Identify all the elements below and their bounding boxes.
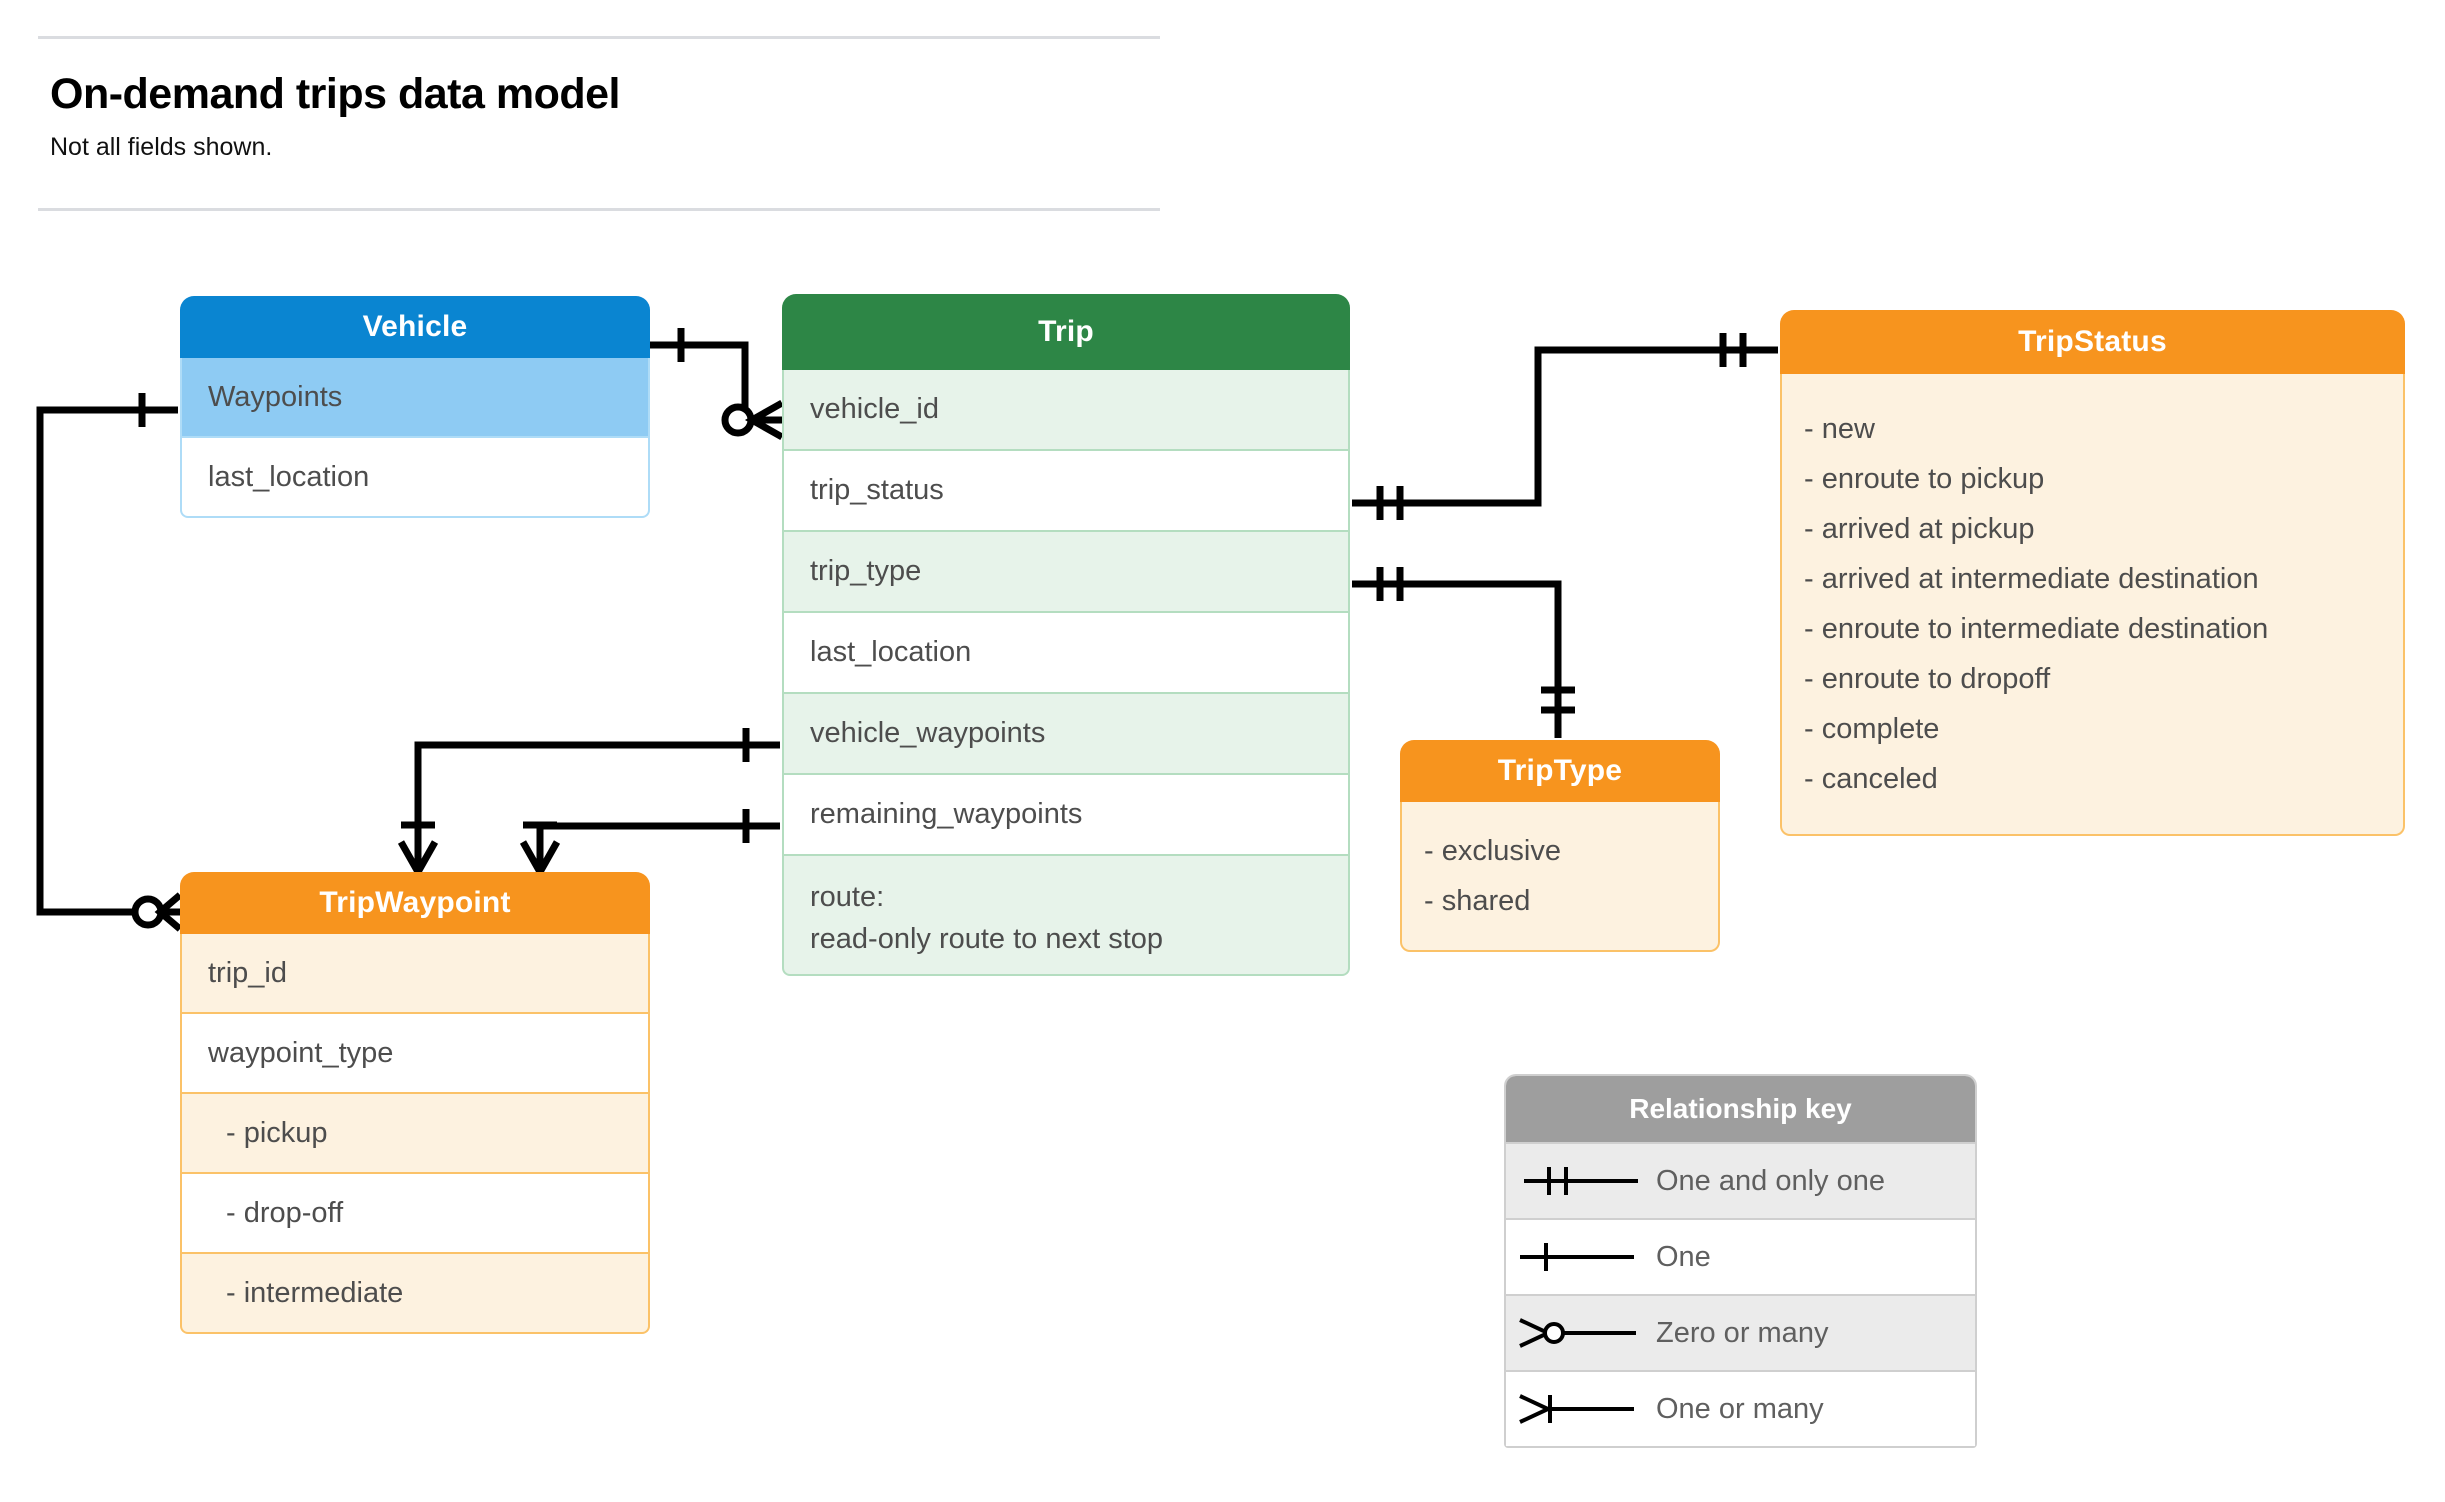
tripstatus-value: - new [1804,413,1875,445]
one-or-many-icon [1506,1389,1656,1429]
entity-tripwaypoint-field-trip-id: trip_id [180,934,650,1014]
legend-row-one-and-only-one: One and only one [1506,1142,1975,1218]
divider-top [38,36,1160,39]
zero-or-many-icon [1506,1313,1656,1353]
entity-tripstatus-values: - new - enroute to pickup - arrived at p… [1780,374,2405,836]
tripstatus-value: - arrived at pickup [1804,513,2035,545]
tripstatus-value: - enroute to intermediate destination [1804,613,2269,645]
tripstatus-value: - complete [1804,713,1940,745]
entity-trip-field-route: route: read-only route to next stop [782,856,1350,976]
legend-label: Zero or many [1656,1316,1829,1349]
triptype-value: - shared [1424,885,1531,917]
entity-trip-field-trip-type: trip_type [782,532,1350,613]
one-and-only-one-icon [1506,1161,1656,1201]
triptype-value: - exclusive [1424,835,1561,867]
tripstatus-value: - enroute to pickup [1804,463,2045,495]
entity-trip-field-trip-status: trip_status [782,451,1350,532]
entity-vehicle-field-waypoints: Waypoints [180,358,650,438]
entity-vehicle[interactable]: Vehicle Waypoints last_location [180,296,650,518]
entity-trip[interactable]: Trip vehicle_id trip_status trip_type la… [782,294,1350,976]
legend-label: One and only one [1656,1164,1885,1197]
entity-tripwaypoint-title: TripWaypoint [180,872,650,934]
entity-triptype[interactable]: TripType - exclusive - shared [1400,740,1720,952]
entity-triptype-title: TripType [1400,740,1720,802]
entity-trip-title: Trip [782,294,1350,370]
one-icon [1506,1237,1656,1277]
entity-tripwaypoint-value-dropoff: - drop-off [180,1174,650,1254]
relationship-key-legend: Relationship key One and only one [1504,1074,1977,1448]
entity-vehicle-title: Vehicle [180,296,650,358]
entity-trip-field-vehicle-id: vehicle_id [782,370,1350,451]
entity-trip-route-note: read-only route to next stop [810,923,1164,956]
entity-trip-field-remaining-waypoints: remaining_waypoints [782,775,1350,856]
entity-tripwaypoint-value-intermediate: - intermediate [180,1254,650,1334]
tripstatus-value: - enroute to dropoff [1804,663,2051,695]
entity-tripwaypoint-field-waypoint-type: waypoint_type [180,1014,650,1094]
legend-label: One [1656,1240,1711,1273]
divider-bottom [38,208,1160,211]
tripstatus-value: - canceled [1804,763,1938,795]
legend-row-one-or-many: One or many [1506,1370,1975,1446]
entity-trip-field-vehicle-waypoints: vehicle_waypoints [782,694,1350,775]
entity-trip-route-label: route: [810,881,885,913]
entity-vehicle-field-last-location: last_location [180,438,650,518]
entity-tripwaypoint-value-pickup: - pickup [180,1094,650,1174]
entity-triptype-values: - exclusive - shared [1400,802,1720,952]
page-subtitle: Not all fields shown. [50,133,273,161]
tripstatus-value: - arrived at intermediate destination [1804,563,2259,595]
legend-row-zero-or-many: Zero or many [1506,1294,1975,1370]
legend-row-one: One [1506,1218,1975,1294]
entity-tripwaypoint[interactable]: TripWaypoint trip_id waypoint_type - pic… [180,872,650,1334]
legend-title: Relationship key [1506,1076,1975,1142]
entity-trip-field-last-location: last_location [782,613,1350,694]
legend-label: One or many [1656,1392,1824,1425]
entity-tripstatus-title: TripStatus [1780,310,2405,374]
entity-tripstatus[interactable]: TripStatus - new - enroute to pickup - a… [1780,310,2405,836]
page-title: On-demand trips data model [50,70,620,118]
